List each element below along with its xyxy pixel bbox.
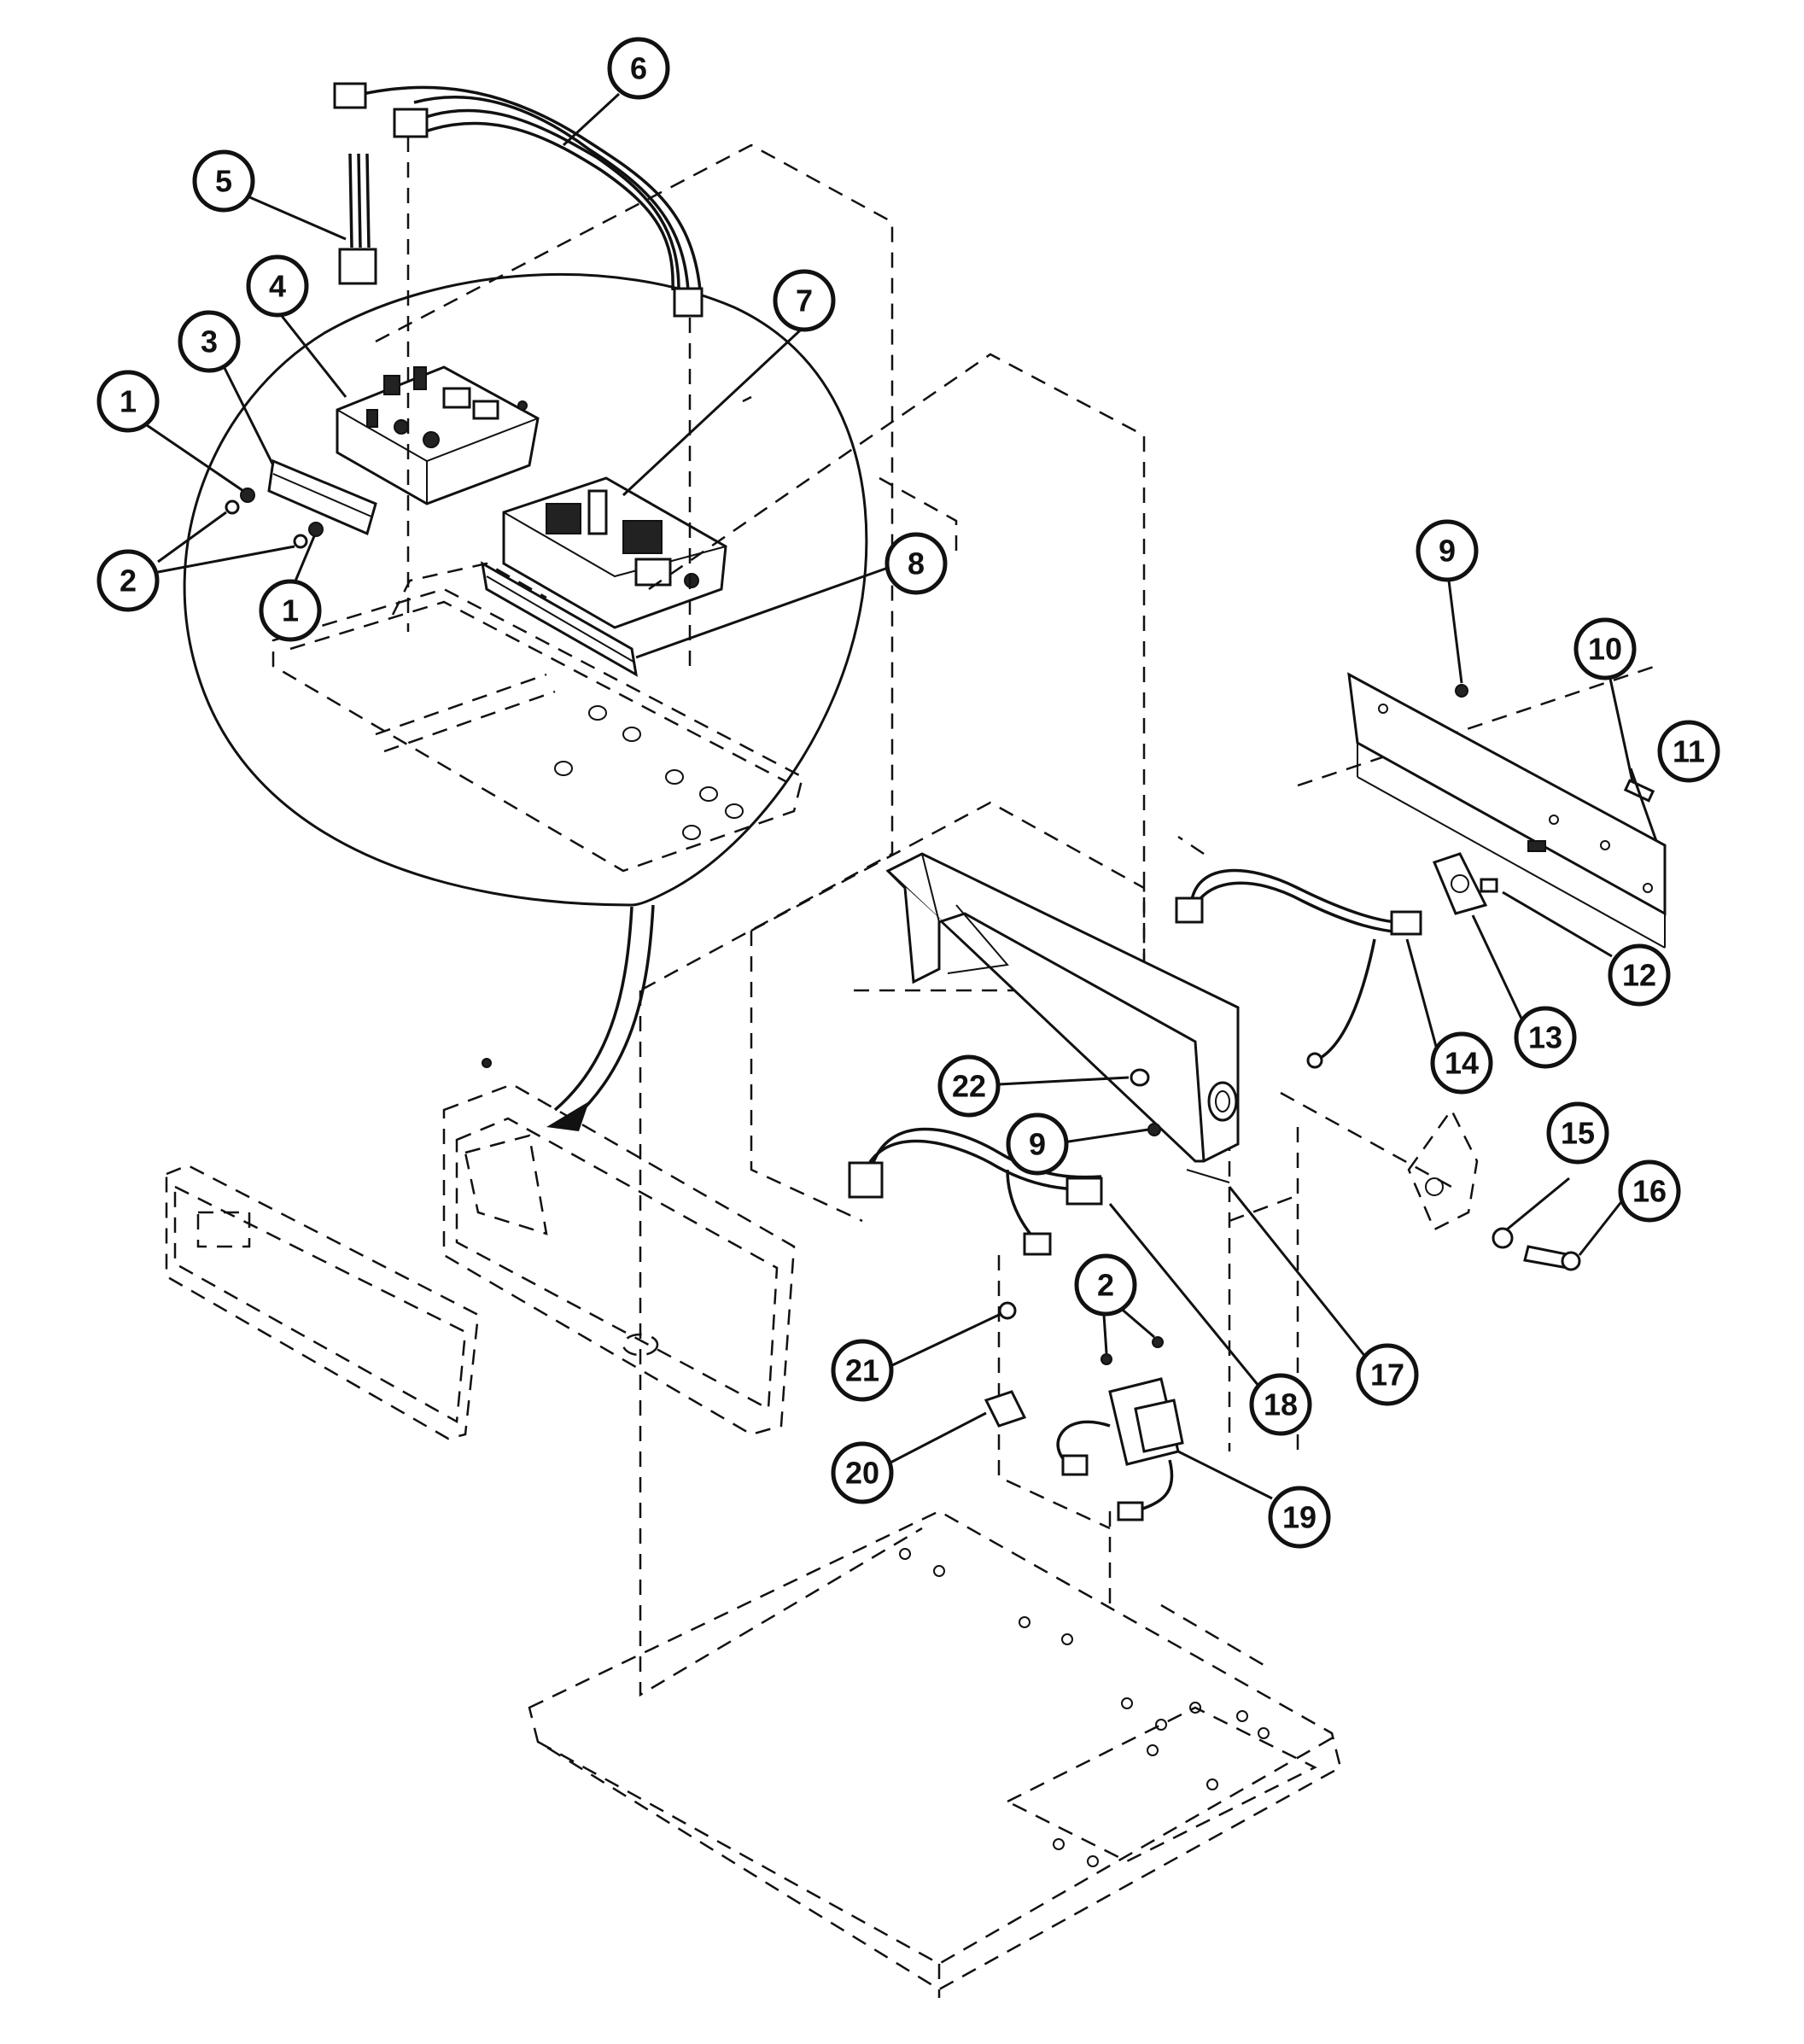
svg-text:16: 16 bbox=[1632, 1174, 1667, 1209]
part-9-screw-lower bbox=[1147, 1123, 1161, 1136]
svg-text:20: 20 bbox=[845, 1456, 879, 1491]
part-9-screw-upper bbox=[1455, 684, 1468, 698]
callout-9-upper: 9 bbox=[1416, 519, 1479, 582]
part-22-grommet bbox=[1130, 1068, 1150, 1087]
svg-text:10: 10 bbox=[1588, 632, 1622, 667]
part-17-console bbox=[885, 852, 1240, 1183]
svg-text:5: 5 bbox=[215, 164, 232, 199]
callout-19: 19 bbox=[1268, 1486, 1331, 1549]
callout-6: 6 bbox=[607, 37, 670, 100]
cover-plate bbox=[1407, 1107, 1479, 1231]
part-20-clip bbox=[984, 1390, 1027, 1428]
callout-16: 16 bbox=[1618, 1159, 1681, 1223]
svg-text:15: 15 bbox=[1561, 1116, 1595, 1151]
part-4-control-board bbox=[336, 365, 540, 505]
svg-text:19: 19 bbox=[1282, 1500, 1317, 1535]
callout-9-lower: 9 bbox=[1006, 1113, 1069, 1176]
svg-text:17: 17 bbox=[1370, 1358, 1404, 1393]
callout-14: 14 bbox=[1430, 1031, 1493, 1095]
part-6-wire-harness bbox=[333, 82, 704, 675]
control-panel-fascia bbox=[442, 1058, 796, 1436]
svg-text:9: 9 bbox=[1029, 1127, 1046, 1162]
callout-13: 13 bbox=[1514, 1006, 1577, 1069]
detail-tray bbox=[271, 562, 804, 873]
svg-text:21: 21 bbox=[845, 1353, 879, 1388]
control-panel-overlay bbox=[165, 1164, 480, 1440]
svg-text:3: 3 bbox=[201, 324, 218, 359]
callout-21: 21 bbox=[831, 1339, 894, 1402]
leader-lines bbox=[146, 92, 1658, 1500]
part-19-transformer bbox=[1056, 1336, 1184, 1521]
callout-20: 20 bbox=[831, 1441, 894, 1504]
svg-text:2: 2 bbox=[1097, 1268, 1114, 1303]
screws-left bbox=[225, 488, 324, 549]
callout-12: 12 bbox=[1608, 943, 1671, 1007]
part-15-washer bbox=[1492, 1227, 1514, 1249]
part-5-connector bbox=[338, 153, 377, 285]
part-7-board bbox=[502, 476, 727, 629]
callout-4: 4 bbox=[246, 254, 309, 318]
callout-7: 7 bbox=[773, 269, 836, 332]
callout-3: 3 bbox=[178, 310, 241, 373]
svg-text:8: 8 bbox=[908, 546, 925, 581]
svg-text:1: 1 bbox=[120, 384, 137, 419]
part-8-rail bbox=[481, 561, 638, 677]
exploded-dashed-guides bbox=[375, 143, 1657, 1697]
svg-text:18: 18 bbox=[1264, 1387, 1298, 1422]
callout-11: 11 bbox=[1657, 720, 1720, 783]
svg-text:13: 13 bbox=[1528, 1020, 1562, 1055]
part-11-panel bbox=[1347, 672, 1667, 949]
part-3-bracket bbox=[267, 458, 377, 536]
callout-18: 18 bbox=[1249, 1373, 1312, 1436]
svg-text:14: 14 bbox=[1445, 1046, 1479, 1081]
part-16-bolt bbox=[1523, 1245, 1581, 1271]
svg-text:7: 7 bbox=[796, 283, 813, 318]
svg-text:12: 12 bbox=[1622, 958, 1656, 993]
part-13-switch bbox=[1432, 852, 1498, 915]
callout-5: 5 bbox=[192, 149, 255, 213]
svg-text:6: 6 bbox=[630, 51, 647, 86]
svg-text:2: 2 bbox=[120, 564, 137, 599]
part-18-harness bbox=[848, 1127, 1103, 1256]
svg-text:1: 1 bbox=[282, 593, 299, 628]
callout-2-right: 2 bbox=[1074, 1253, 1137, 1317]
svg-text:4: 4 bbox=[269, 269, 286, 304]
callout-1-lower: 1 bbox=[259, 579, 322, 642]
cabinet-top bbox=[528, 1510, 1342, 1998]
callout-2-left: 2 bbox=[96, 549, 160, 612]
callout-17: 17 bbox=[1356, 1343, 1419, 1406]
svg-text:11: 11 bbox=[1673, 734, 1705, 769]
callout-22: 22 bbox=[937, 1054, 1001, 1118]
part-21-screw bbox=[998, 1301, 1017, 1320]
svg-text:22: 22 bbox=[952, 1069, 986, 1104]
part-14-harness bbox=[1175, 868, 1422, 1069]
callout-8: 8 bbox=[884, 532, 948, 595]
callout-15: 15 bbox=[1546, 1101, 1609, 1165]
callout-10: 10 bbox=[1573, 617, 1637, 680]
callout-1-upper: 1 bbox=[96, 370, 160, 433]
svg-text:9: 9 bbox=[1439, 534, 1456, 569]
